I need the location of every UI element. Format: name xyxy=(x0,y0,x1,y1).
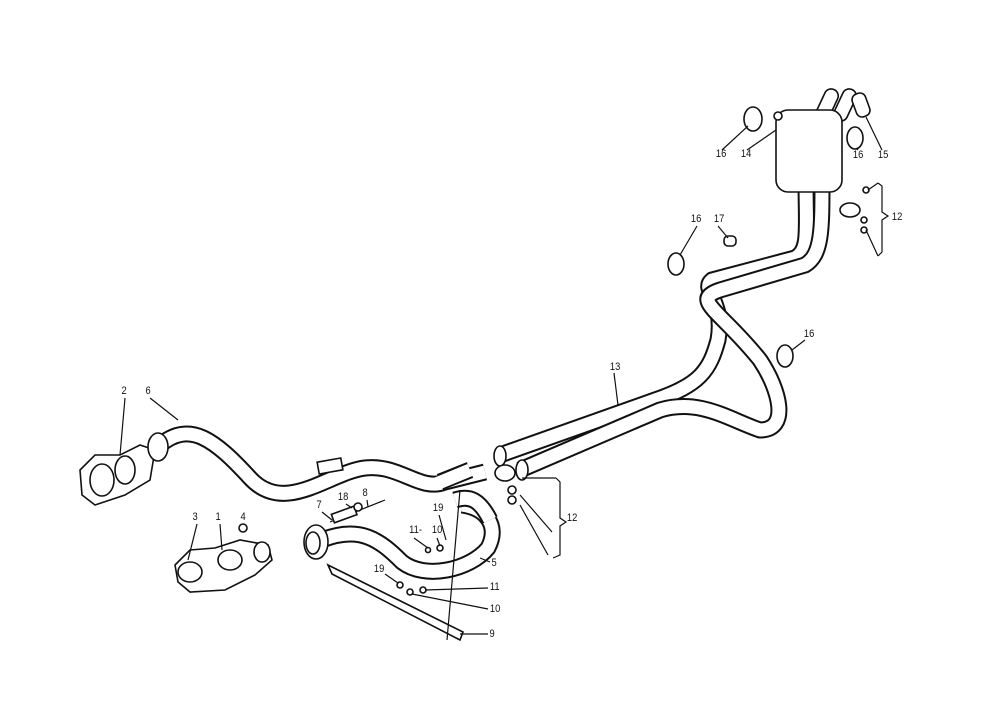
label-2: 2 xyxy=(121,385,127,397)
label-16-right: 16 xyxy=(852,149,864,161)
label-16-mid: 16 xyxy=(690,213,702,225)
rubber-mounts-16 xyxy=(667,106,864,368)
middle-pipes-13 xyxy=(493,179,831,481)
label-13: 13 xyxy=(609,361,621,373)
label-5: 5 xyxy=(491,557,497,569)
manifold-left xyxy=(79,432,169,506)
label-8: 8 xyxy=(362,487,368,499)
label-16-lower: 16 xyxy=(803,328,815,340)
clamps-12 xyxy=(494,186,870,505)
leader-lines xyxy=(119,116,890,635)
spring-bolt xyxy=(329,499,386,524)
rear-muffler-14 xyxy=(773,88,871,193)
bracket-9 xyxy=(326,489,465,642)
label-6: 6 xyxy=(145,385,151,397)
label-16-left: 16 xyxy=(715,148,727,160)
label-12-rear: 12 xyxy=(891,211,903,223)
label-17: 17 xyxy=(713,213,725,225)
label-15: 15 xyxy=(877,149,889,161)
label-12-front: 12 xyxy=(566,512,578,524)
label-9: 9 xyxy=(489,628,495,640)
label-10-lower: 10 xyxy=(489,603,501,615)
label-14: 14 xyxy=(740,148,752,160)
label-3: 3 xyxy=(192,511,198,523)
label-7: 7 xyxy=(316,499,322,511)
label-4: 4 xyxy=(240,511,246,523)
label-1: 1 xyxy=(215,511,221,523)
label-11-upper: 11- xyxy=(409,524,422,536)
manifold-right xyxy=(174,523,329,593)
label-19-lower: 19 xyxy=(373,563,385,575)
front-pipe-6 xyxy=(154,425,488,502)
label-11-lower: 11 xyxy=(489,581,500,593)
label-10-upper: 10 xyxy=(431,524,443,536)
label-18: 18 xyxy=(337,491,349,503)
label-19-upper: 19 xyxy=(432,502,444,514)
